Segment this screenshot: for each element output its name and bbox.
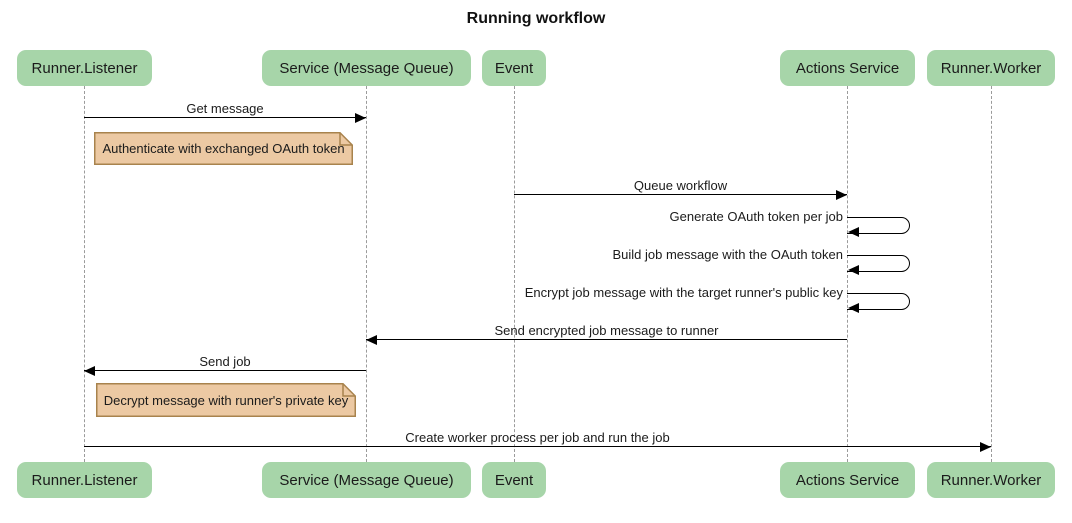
lifeline-runner-listener: [84, 86, 85, 462]
message-label-send-encrypted: Send encrypted job message to runner: [494, 323, 719, 338]
participant-bottom-runner-worker: Runner.Worker: [927, 462, 1055, 498]
message-label-build-job-message: Build job message with the OAuth token: [612, 247, 843, 262]
self-loop-line: [847, 293, 910, 310]
participant-top-service-message-queue: Service (Message Queue): [262, 50, 471, 86]
participant-bottom-runner-listener: Runner.Listener: [17, 462, 152, 498]
message-line-queue-workflow: [514, 194, 847, 195]
arrowhead-icon: [848, 227, 859, 237]
message-line-get-message: [84, 117, 366, 118]
arrowhead-icon: [366, 335, 377, 345]
note-authenticate: Authenticate with exchanged OAuth token: [94, 132, 353, 165]
arrowhead-icon: [848, 303, 859, 313]
lifeline-event: [514, 86, 515, 462]
participant-top-event: Event: [482, 50, 546, 86]
message-label-send-job: Send job: [199, 354, 251, 369]
message-line-create-worker: [84, 446, 991, 447]
participant-bottom-event: Event: [482, 462, 546, 498]
participant-top-actions-service: Actions Service: [780, 50, 915, 86]
message-label-create-worker: Create worker process per job and run th…: [405, 430, 670, 445]
note-shape: [96, 383, 356, 417]
message-line-send-encrypted: [366, 339, 847, 340]
self-loop-line: [847, 255, 910, 272]
arrowhead-icon: [848, 265, 859, 275]
message-label-encrypt-job-message: Encrypt job message with the target runn…: [524, 285, 843, 300]
participant-top-runner-worker: Runner.Worker: [927, 50, 1055, 86]
message-label-generate-oauth: Generate OAuth token per job: [669, 209, 843, 224]
participant-bottom-actions-service: Actions Service: [780, 462, 915, 498]
note-decrypt: Decrypt message with runner's private ke…: [96, 383, 356, 417]
participant-top-runner-listener: Runner.Listener: [17, 50, 152, 86]
participant-bottom-service-message-queue: Service (Message Queue): [262, 462, 471, 498]
message-line-send-job: [84, 370, 366, 371]
arrowhead-icon: [355, 113, 366, 123]
arrowhead-icon: [84, 366, 95, 376]
arrowhead-icon: [980, 442, 991, 452]
message-label-queue-workflow: Queue workflow: [633, 178, 728, 193]
lifeline-service-message-queue: [366, 86, 367, 462]
message-label-get-message: Get message: [186, 101, 264, 116]
arrowhead-icon: [836, 190, 847, 200]
lifeline-runner-worker: [991, 86, 992, 462]
note-shape: [94, 132, 353, 165]
note-text: Authenticate with exchanged OAuth token: [102, 141, 345, 156]
lifeline-actions-service: [847, 86, 848, 462]
diagram-title: Running workflow: [466, 10, 606, 27]
self-loop-line: [847, 217, 910, 234]
note-text: Decrypt message with runner's private ke…: [103, 392, 349, 408]
